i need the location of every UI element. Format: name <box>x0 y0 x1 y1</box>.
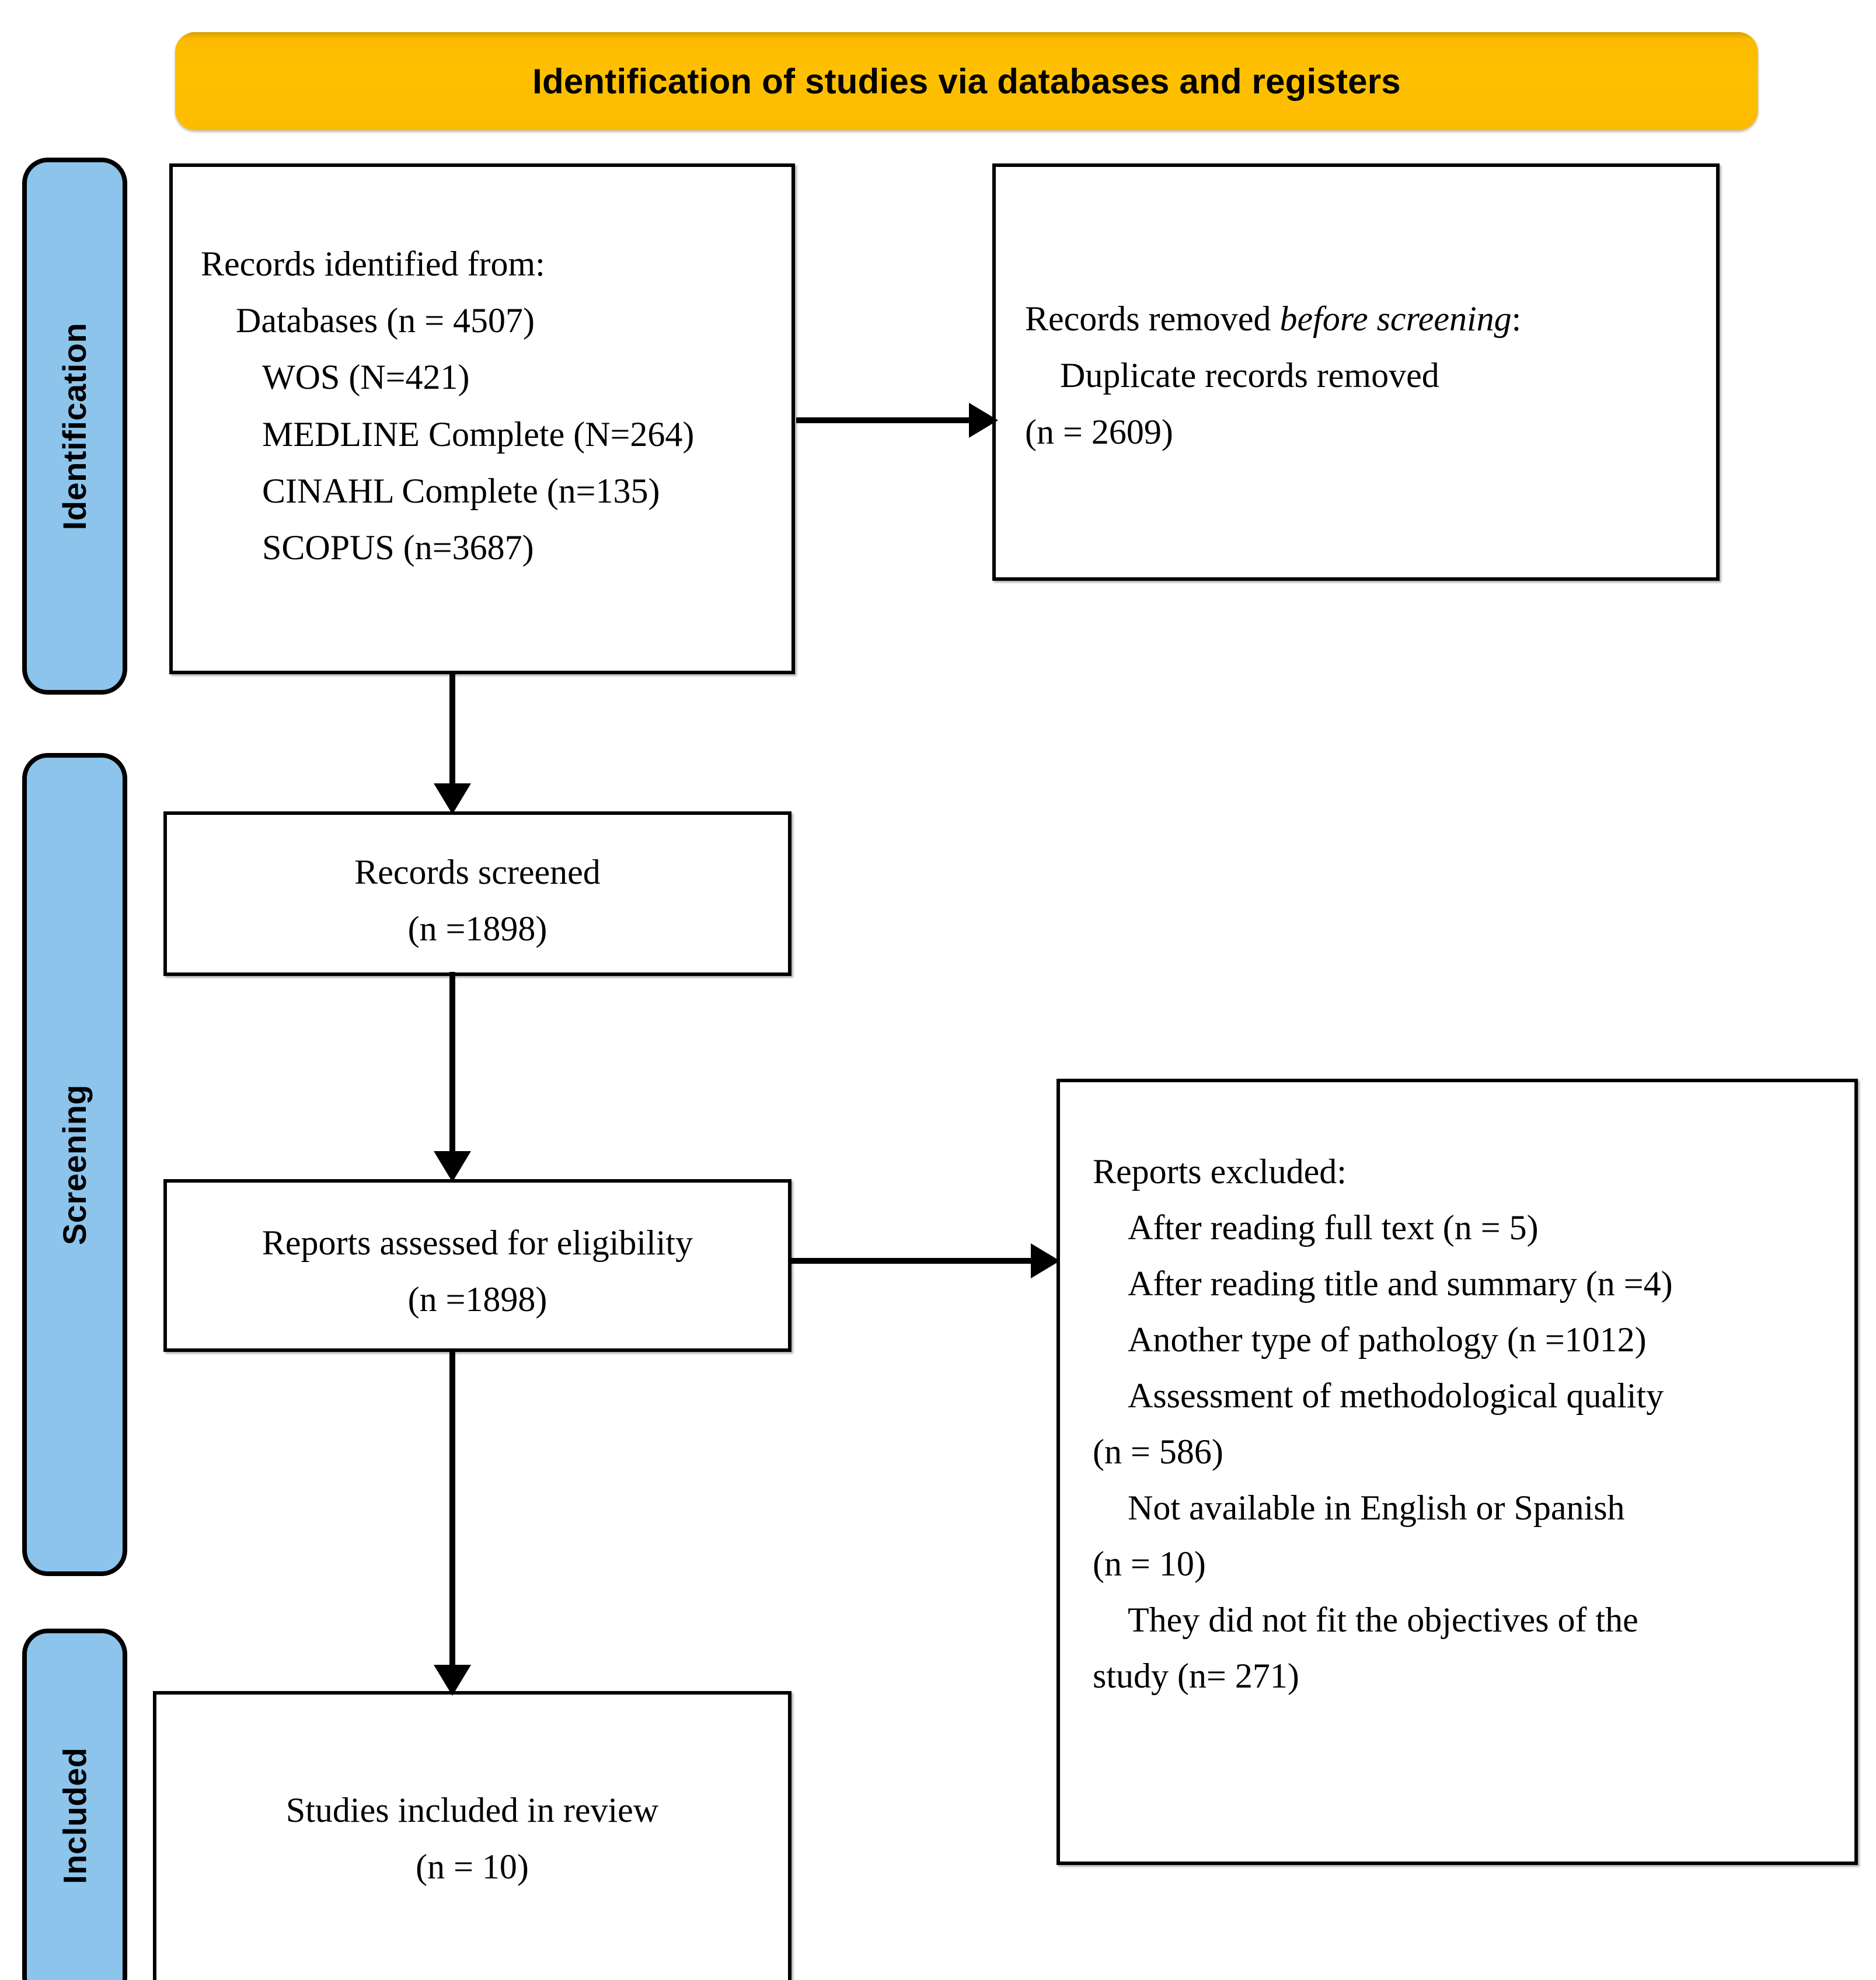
box-reports-assessed-text: Reports assessed for eligibility (n =189… <box>167 1215 788 1328</box>
arrow-identified-to-removed <box>796 403 998 438</box>
records-removed-title-plain: Records removed <box>1025 299 1280 338</box>
reports-excluded-reason-count: study (n= 271) <box>1093 1657 1299 1695</box>
arrow-screened-to-assessed <box>434 972 471 1182</box>
records-removed-duplicates: Duplicate records removed <box>1060 356 1439 395</box>
box-reports-assessed: Reports assessed for eligibility (n =189… <box>163 1179 791 1352</box>
header-banner: Identification of studies via databases … <box>175 32 1758 130</box>
reports-excluded-reason: Not available in English or Spanish <box>1128 1489 1625 1527</box>
records-identified-databases: Databases (n = 4507) <box>236 301 535 340</box>
records-removed-count: (n = 2609) <box>1025 413 1173 452</box>
arrow-identified-to-screened <box>434 671 471 814</box>
box-records-screened-text: Records screened (n =1898) <box>167 844 788 957</box>
stage-bar-identification: Identification <box>22 158 127 695</box>
reports-excluded-reason-count: (n = 10) <box>1093 1545 1206 1583</box>
box-records-screened: Records screened (n =1898) <box>163 811 791 976</box>
records-screened-title: Records screened <box>354 853 601 891</box>
arrow-assessed-to-excluded <box>791 1243 1060 1278</box>
reports-assessed-title: Reports assessed for eligibility <box>261 1223 693 1262</box>
records-screened-count: (n =1898) <box>407 909 548 949</box>
box-reports-excluded-text: Reports excluded: After reading full tex… <box>1093 1144 1854 1704</box>
page-title: Identification of studies via databases … <box>532 61 1401 101</box>
box-records-identified: Records identified from: Databases (n = … <box>169 163 795 674</box>
reports-excluded-reason: Another type of pathology (n =1012) <box>1128 1320 1647 1359</box>
box-studies-included: Studies included in review (n = 10) <box>153 1691 791 1980</box>
reports-excluded-reason: After reading title and summary (n =4) <box>1128 1264 1673 1303</box>
records-identified-title: Records identified from: <box>201 245 545 283</box>
reports-excluded-title: Reports excluded: <box>1093 1152 1347 1191</box>
box-records-removed: Records removed before screening: Duplic… <box>992 163 1720 581</box>
box-reports-excluded: Reports excluded: After reading full tex… <box>1056 1079 1858 1865</box>
reports-assessed-count: (n =1898) <box>407 1280 548 1319</box>
reports-excluded-reason-count: (n = 586) <box>1093 1432 1223 1471</box>
stage-label-identification: Identification <box>56 322 93 530</box>
records-removed-title: Records removed before screening: <box>1025 291 1716 347</box>
stage-label-included: Included <box>56 1747 93 1884</box>
box-records-removed-text: Records removed before screening: Duplic… <box>1025 291 1716 461</box>
studies-included-count: (n = 10) <box>416 1847 529 1887</box>
stage-bar-included: Included <box>22 1629 127 1980</box>
records-identified-source: CINAHL Complete (n=135) <box>262 471 660 510</box>
stage-bar-screening: Screening <box>22 753 127 1576</box>
arrow-assessed-to-included <box>434 1348 471 1696</box>
records-removed-title-italic: before screening <box>1279 299 1512 338</box>
records-removed-title-tail: : <box>1511 299 1522 338</box>
studies-included-title: Studies included in review <box>285 1791 659 1829</box>
reports-excluded-reason: Assessment of methodological quality <box>1128 1376 1664 1415</box>
reports-excluded-reason: They did not fit the objectives of the <box>1128 1601 1638 1639</box>
stage-label-screening: Screening <box>56 1084 93 1245</box>
box-studies-included-text: Studies included in review (n = 10) <box>156 1782 788 1895</box>
records-identified-source: WOS (N=421) <box>262 358 470 397</box>
box-records-identified-text: Records identified from: Databases (n = … <box>201 236 791 576</box>
reports-excluded-reason: After reading full text (n = 5) <box>1128 1208 1539 1247</box>
records-identified-source: SCOPUS (n=3687) <box>262 528 534 567</box>
records-identified-source: MEDLINE Complete (N=264) <box>262 414 695 454</box>
